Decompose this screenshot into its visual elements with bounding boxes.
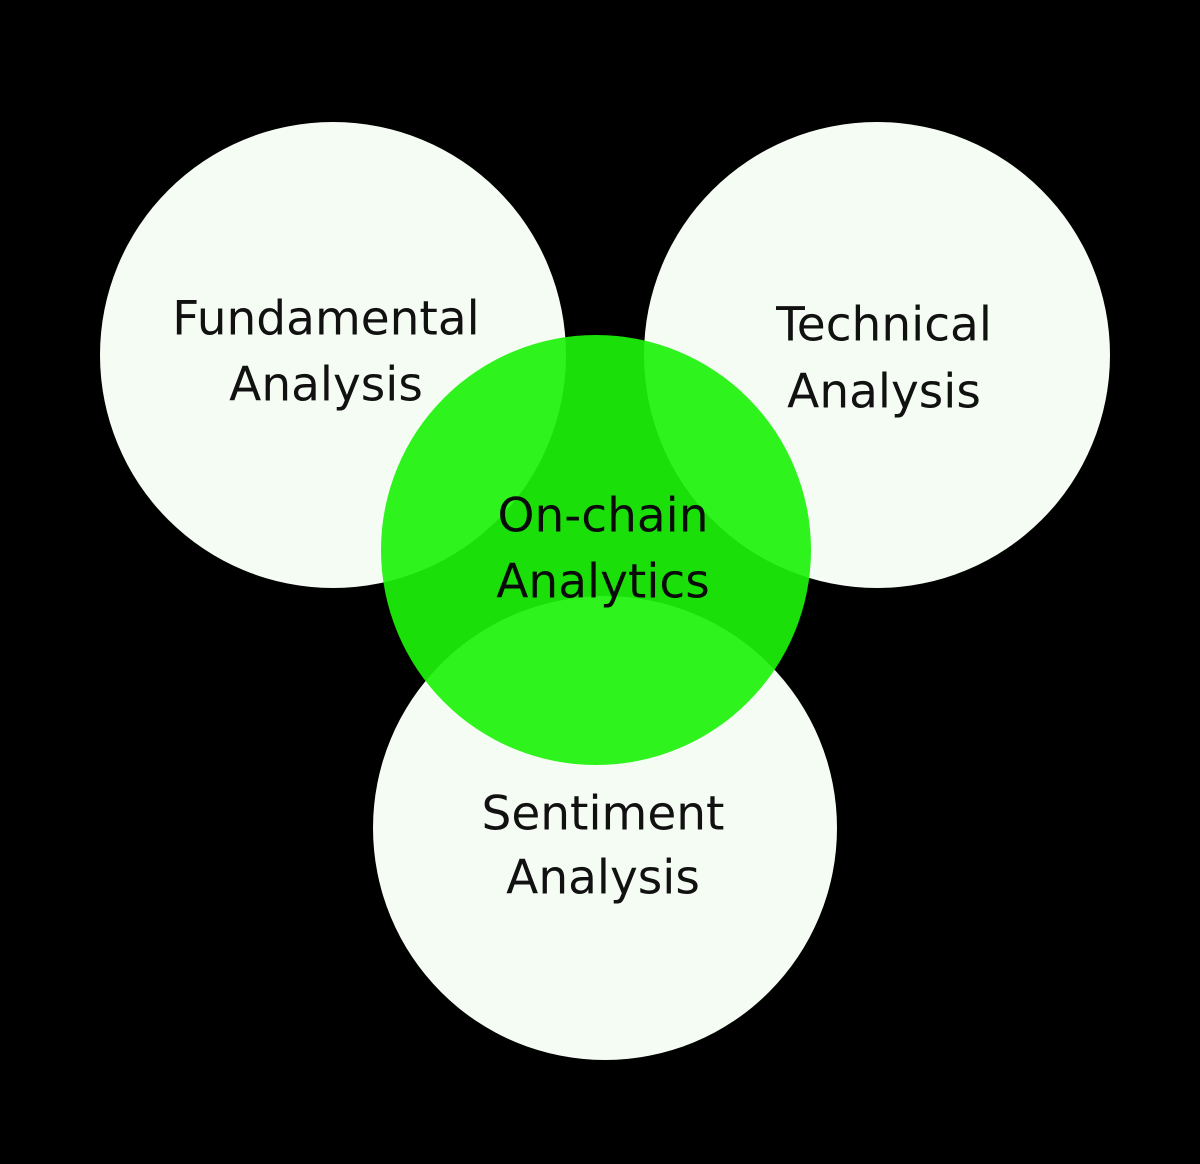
fundamental-label-line1: Fundamental <box>172 292 479 347</box>
sentiment-label-line1: Sentiment <box>482 787 725 842</box>
technical-label-line1: Technical <box>775 298 992 353</box>
onchain-label-line2: Analytics <box>496 555 709 610</box>
onchain-analytics-circle <box>381 335 811 765</box>
onchain-label-line1: On-chain <box>497 489 708 544</box>
sentiment-label-line2: Analysis <box>506 851 700 906</box>
fundamental-label-line2: Analysis <box>229 358 423 413</box>
technical-label-line2: Analysis <box>787 365 981 420</box>
